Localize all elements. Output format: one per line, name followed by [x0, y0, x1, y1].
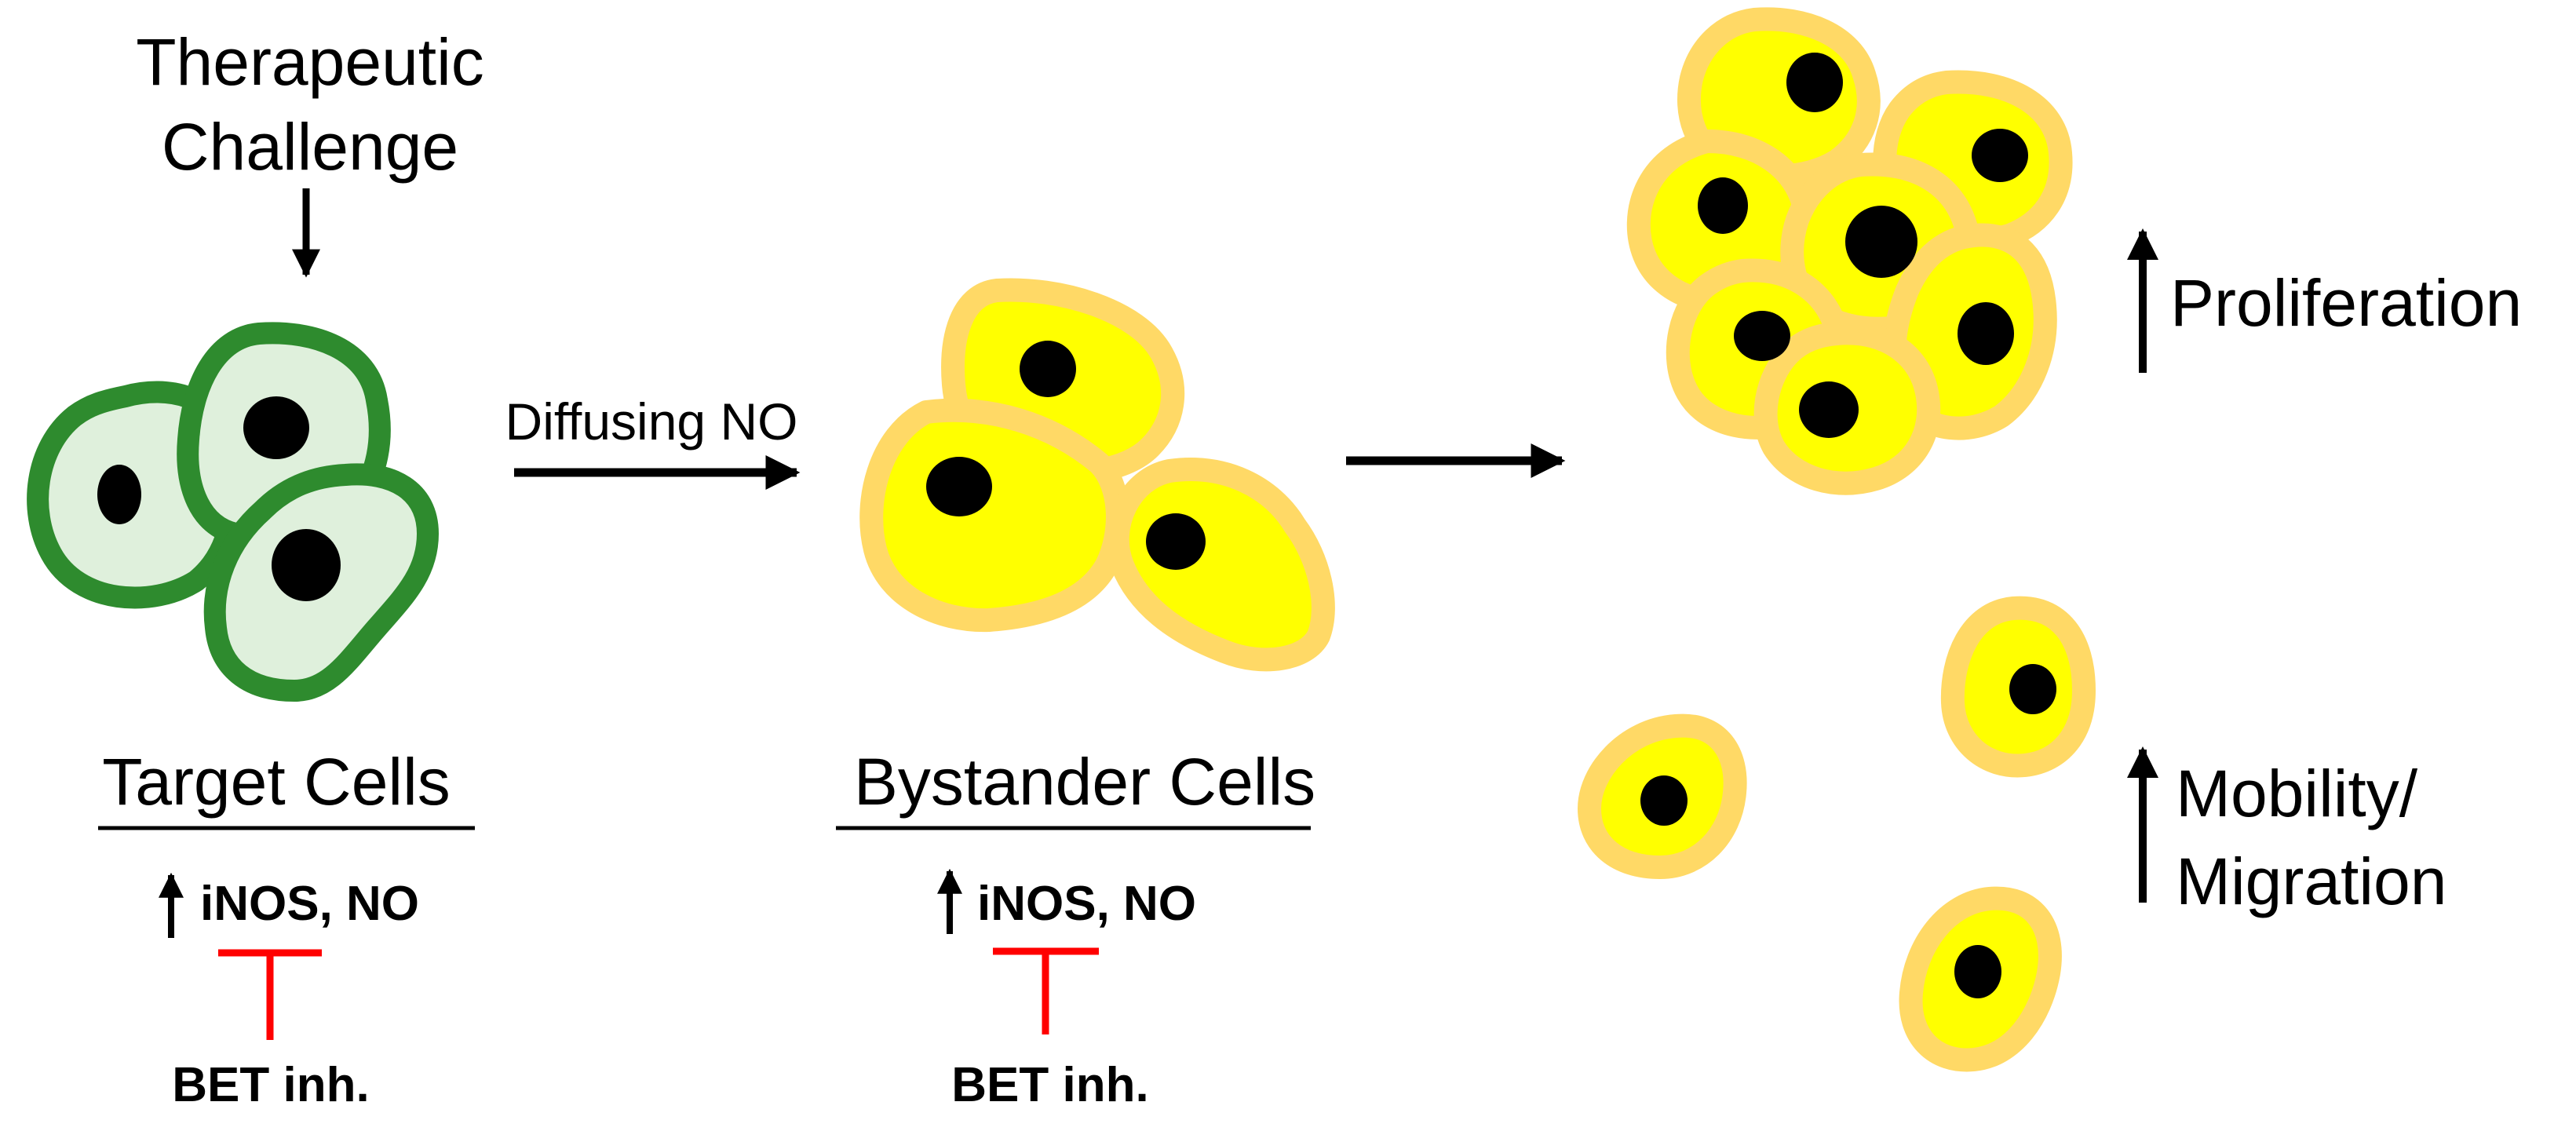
- migrating-nucleus-left: [1640, 775, 1688, 826]
- target-cells-title: Target Cells: [102, 745, 451, 819]
- therapeutic-label-line2: Challenge: [162, 110, 458, 184]
- bystander-nucleus-top: [1020, 341, 1076, 397]
- target-nucleus-left: [97, 465, 141, 524]
- bystander-cell-left: [859, 398, 1129, 633]
- prolif-nucleus-5: [1958, 302, 2014, 365]
- proliferation-label: Proliferation: [2170, 266, 2522, 340]
- target-inos-marker: iNOS, NO: [200, 877, 419, 931]
- prolif-nucleus-1: [1786, 53, 1843, 112]
- migrating-cells: [1578, 596, 2096, 1072]
- bystander-cells-title: Bystander Cells: [854, 745, 1315, 819]
- diffusing-no-label: Diffusing NO: [505, 392, 798, 451]
- target-nucleus-bottom: [272, 529, 341, 601]
- migrating-nucleus-top-right: [2009, 664, 2056, 714]
- mobility-label-line1: Mobility/: [2176, 757, 2418, 830]
- bystander-bet-inhibitor: BET inh.: [951, 1058, 1148, 1112]
- prolif-nucleus-6: [1734, 311, 1790, 361]
- bystander-cell-right: [1105, 458, 1335, 672]
- prolif-nucleus-7: [1799, 381, 1859, 438]
- proliferation-cluster: [1626, 7, 2073, 495]
- mobility-label-line2: Migration: [2176, 845, 2446, 918]
- target-bet-inhibitor: BET inh.: [172, 1058, 369, 1112]
- bystander-nucleus-right: [1146, 513, 1206, 570]
- prolif-nucleus-3: [1698, 177, 1748, 234]
- bystander-cells-cluster: [859, 278, 1335, 672]
- prolif-nucleus-4: [1845, 206, 1917, 278]
- prolif-nucleus-2: [1972, 129, 2028, 182]
- therapeutic-label-line1: Therapeutic: [136, 25, 484, 99]
- migrating-nucleus-bottom: [1954, 945, 2001, 998]
- target-nucleus-top: [243, 396, 309, 459]
- bystander-inos-marker: iNOS, NO: [977, 877, 1196, 931]
- target-cells-cluster: [27, 322, 439, 702]
- bystander-nucleus-left: [926, 457, 992, 516]
